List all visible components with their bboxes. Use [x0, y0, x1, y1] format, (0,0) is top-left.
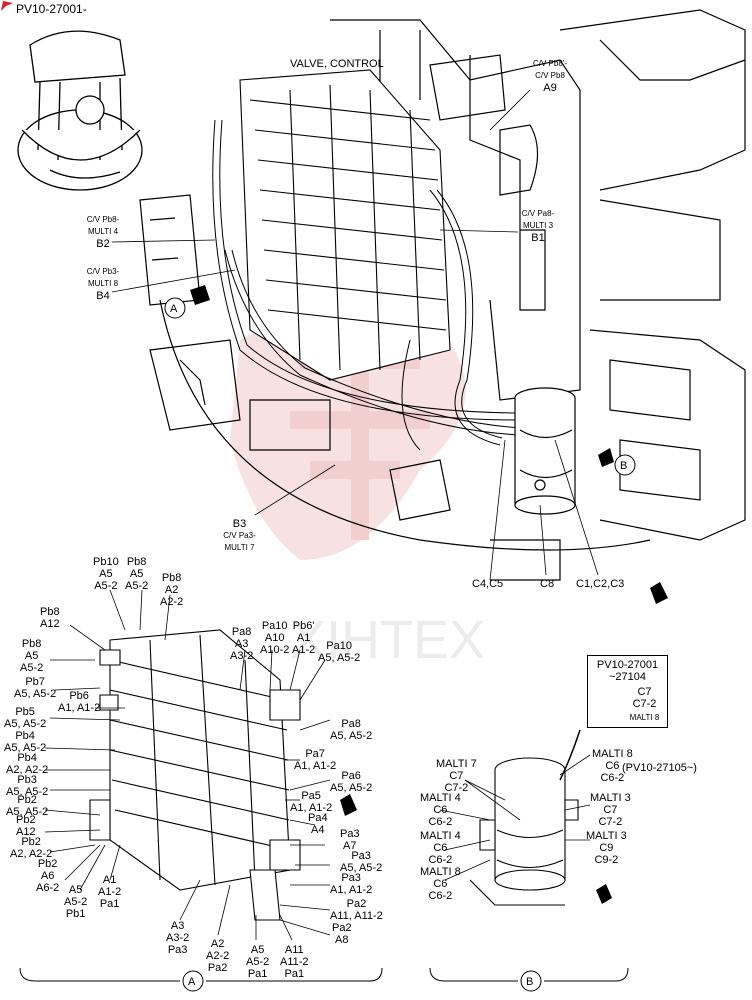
b4-sub: C/V Pb3- MULTI 8 — [86, 267, 120, 288]
watermark-text: XIHTEX — [290, 610, 485, 670]
view-mark-b: B — [620, 460, 627, 472]
callout-m3b: MALTI 3 C9 C9-2 — [586, 830, 627, 866]
callout-pa10: Pa10 A10 A10-2 — [260, 620, 290, 656]
callout-pa3b: Pa3 A5, A5-2 — [340, 850, 383, 874]
callout-pa2a: Pa2 A11, A11-2 — [330, 898, 383, 922]
code-c1-c3: C1,C2,C3 — [576, 578, 625, 590]
callout-pa10b: Pa10 A5, A5-2 — [318, 640, 361, 664]
callout-pa8: Pa8 A3 A3-2 — [230, 626, 254, 662]
callout-m4b: MALTI 4 C6 C6-2 — [420, 830, 461, 866]
callout-pa8b: Pa8 A5, A5-2 — [330, 718, 373, 742]
callout-pa1a: A1 A1-2 Pa1 — [98, 874, 122, 910]
inset-sub: MALTI 8 — [629, 713, 660, 722]
callout-m7: MALTI 7 C7 C7-2 — [436, 758, 477, 794]
callout-pb2d: Pb2 A6 A6-2 — [36, 858, 60, 894]
b1-code: B1 — [531, 232, 545, 244]
machine-frame — [139, 9, 746, 581]
inset-code: C7 C7-2 — [632, 686, 657, 710]
callout-pb3: Pb3 A5, A5-2 — [6, 774, 49, 798]
callout-pb7: Pb7 A5, A5-2 — [14, 676, 57, 700]
callout-pb8a12: Pb8 A12 — [40, 606, 60, 630]
callout-pb1: A5 A5-2 Pb1 — [64, 884, 88, 920]
callout-range2: (PV10-27105~) — [622, 762, 697, 774]
callout-pa4: Pa4 A4 — [308, 812, 328, 836]
direction-arrows — [190, 285, 668, 904]
callout-m4a: MALTI 4 C6 C6-2 — [420, 792, 461, 828]
view-mark-a: A — [170, 303, 178, 315]
valve-control-label: VALVE, CONTROL — [290, 58, 384, 70]
control-valve-stack — [239, 69, 451, 381]
callout-pb8a5: Pb8 A5 A5-2 — [20, 638, 44, 674]
callout-pa3a: Pa3 A7 — [340, 828, 360, 852]
code-c8: C8 — [540, 578, 555, 590]
callout-m8b: MALTI 8 C6 C6-2 — [420, 866, 461, 902]
inset-pointer — [559, 729, 581, 781]
callout-pb6: Pb6 A1, A1-2 — [58, 690, 101, 714]
view-a-valve — [89, 629, 301, 921]
b4-code: B4 — [96, 290, 110, 302]
callout-pa3c: Pa3 A1, A1-2 — [330, 872, 373, 896]
callout-pa3d: A3 A3-2 Pa3 — [166, 920, 190, 956]
view-b-swivel — [469, 757, 579, 906]
callout-pa2c: A2 A2-2 Pa2 — [206, 938, 230, 974]
flag-icon — [1, 1, 13, 11]
b3-sub: C/V Pa3- MULTI 7 — [223, 531, 256, 552]
callout-pa5: Pa5 A1, A1-2 — [290, 790, 333, 814]
leader-lines — [44, 89, 599, 941]
machine-thumbnail — [17, 30, 143, 191]
callout-pb8a2: Pb8 A2 A2-2 — [160, 572, 184, 608]
callout-pb4a: Pb4 A5, A5-2 — [4, 730, 47, 754]
callout-pb8top: Pb8 A5 A5-2 — [125, 556, 149, 592]
callout-pa6: Pa6 A5, A5-2 — [330, 770, 373, 794]
footer-mark-b: B — [526, 976, 533, 988]
code-c4-c5: C4,C5 — [472, 578, 504, 590]
swivel-joint — [514, 387, 576, 515]
callout-pb10: Pb10 A5 A5-2 — [93, 556, 119, 592]
callout-pb4b: Pb4 A2, A2-2 — [6, 752, 49, 776]
b2-sub: C/V Pb8- MULTI 4 — [86, 215, 120, 236]
view-marks — [164, 297, 636, 992]
callout-m3a: MALTI 3 C7 C7-2 — [590, 792, 631, 828]
b3-code: B3 — [232, 518, 247, 530]
inset-range: PV10-27001 ~27104 — [596, 659, 659, 683]
b1-sub: C/V Pa8- MULTI 3 — [521, 209, 555, 230]
a9-code: A9 — [543, 82, 557, 94]
hydraulic-hoses — [212, 119, 523, 451]
a9-sub: C/V Pb8'- C/V Pb8 — [533, 59, 567, 80]
callout-m8top: MALTI 8 C6 C6-2 — [592, 748, 633, 784]
callout-pb5: Pb5 A5, A5-2 — [4, 706, 47, 730]
callout-pa1c: A11 A11-2 Pa1 — [280, 944, 309, 980]
view-brackets — [19, 967, 629, 982]
serial-inset-box: PV10-27001 ~27104 C7 C7-2 MALTI 8 — [587, 655, 668, 728]
callout-pa7: Pa7 A1, A1-2 — [294, 748, 337, 772]
footer-mark-a: A — [188, 976, 196, 988]
callout-pb2c: Pb2 A2, A2-2 — [10, 836, 53, 860]
doc-code: PV10-27001- — [16, 2, 87, 16]
callout-pa2b: Pa2 A8 — [332, 922, 352, 946]
callout-pa1b: A5 A5-2 Pa1 — [246, 944, 270, 980]
callout-pb6p: Pb6' A1 A1-2 — [292, 620, 316, 656]
b2-code: B2 — [96, 238, 110, 250]
callout-pb2b: Pb2 A12 — [16, 814, 36, 838]
callout-pb2a: Pb2 A5, A5-2 — [6, 794, 49, 818]
